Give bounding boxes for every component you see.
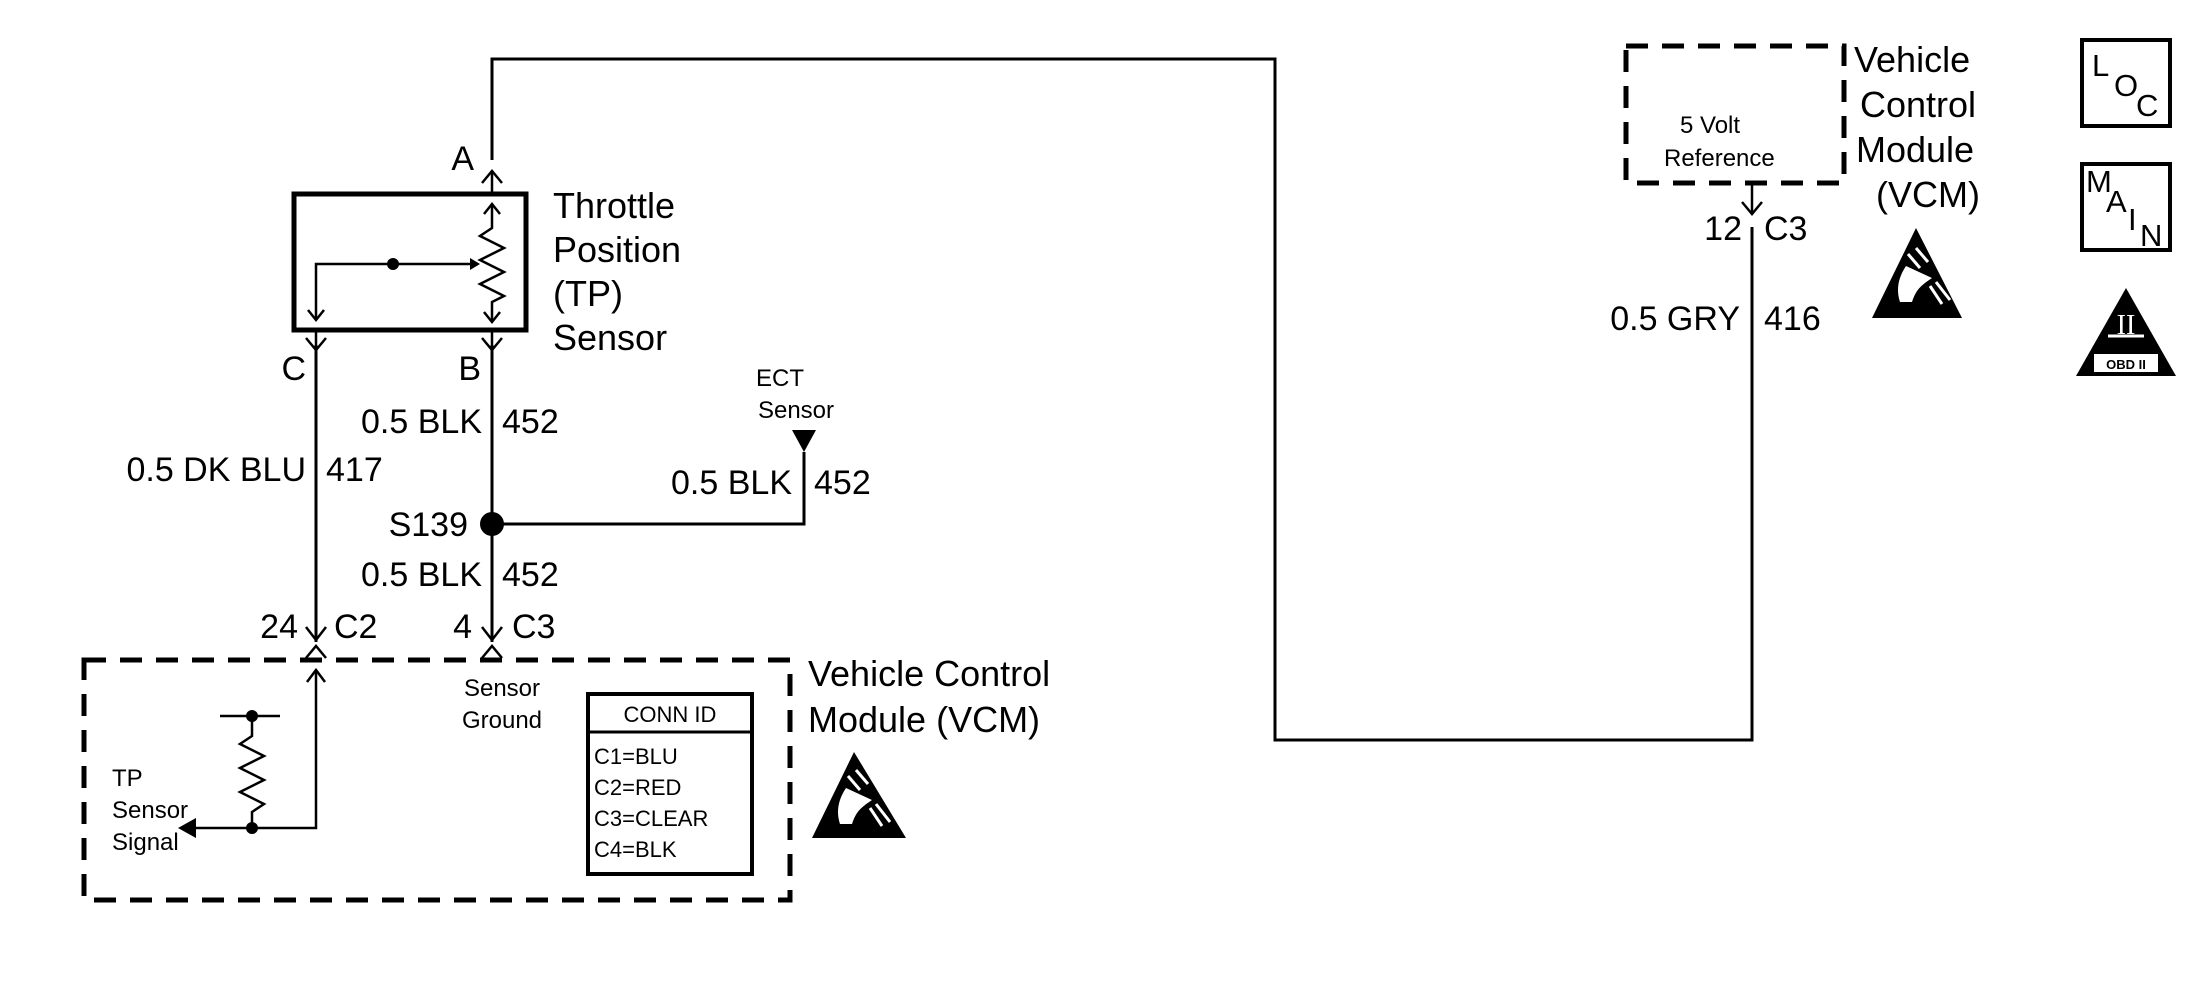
potentiometer-bottom-arrow-icon [483,311,501,325]
pullup-resistor-icon [237,716,267,828]
internal-signal-up-arrow-icon [306,667,326,683]
c-wire-circuit: 417 [326,451,383,489]
pullup-top-node [246,710,258,722]
conn-c2-label: C2 [334,608,377,646]
ect-sensor: ECT Sensor [756,365,834,452]
b-lower-wire-size-color: 0.5 BLK [361,556,482,594]
wiper-arrow-icon [470,258,480,270]
ref-wire-size-color: 0.5 GRY [1610,300,1740,338]
potentiometer-resistor-icon [477,206,507,322]
pin-24-connector-icon [305,626,327,643]
conn-id-border [586,692,754,876]
reference-wire-416 [490,57,1754,742]
main-badge-i: I [2128,202,2137,237]
terminal-c-connector-icon [305,337,327,352]
pin-24-inner-chevron-icon [305,644,327,659]
potentiometer-wiper [314,262,470,318]
tp-sensor-name-line3: (TP) [553,273,623,314]
ect-wire-circuit: 452 [814,464,871,502]
main-badge-n: N [2140,218,2162,253]
ect-sensor-line1: ECT [756,365,804,392]
lower-vcm-boundary [81,657,793,903]
wires [314,57,1754,742]
ref-wire-circuit: 416 [1764,300,1821,338]
upper-vcm: 5 Volt Reference 12 C3 Vehicle Control M… [1623,39,1980,318]
conn-id-row-c2: C2=RED [594,775,681,800]
upper-vcm-title-line2: Control [1860,84,1976,125]
obd-badge-numeral: II [2117,310,2136,341]
upper-conn-c3-label: C3 [1764,210,1807,248]
signal-output-arrow-icon [178,818,196,838]
main-badge-m: M [2086,164,2112,199]
loc-badge-icon: L O C [2080,38,2172,128]
terminal-c-label: C [281,350,306,388]
tp-sensor-name-line1: Throttle [553,185,675,226]
terminal-b-label: B [458,350,481,388]
tp-sensor-name-line4: Sensor [553,317,667,358]
sensor-ground-line1: Sensor [464,675,540,702]
terminal-b-connector-icon [481,337,503,352]
sensor-ground-line2: Ground [462,707,542,734]
tp-signal-line2: Sensor [112,797,188,824]
b-lower-wire-circuit: 452 [502,556,559,594]
obd-ii-badge-icon: II OBD II [2076,288,2176,376]
wiper-node [387,258,399,270]
main-badge-icon: M A I N [2080,162,2172,253]
upper-vcm-title-line3: Module [1856,129,1974,170]
ect-ground-wire-452 [492,452,806,526]
esd-warning-icon [812,752,906,838]
conn-id-row-c3: C3=CLEAR [594,806,708,831]
b-wire-size-color: 0.5 BLK [361,403,482,441]
splice-s139: S139 [389,506,504,544]
internal-signal-line [196,672,318,830]
tp-sensor-name-line2: Position [553,229,681,270]
conn-c3-label: C3 [512,608,555,646]
potentiometer-top-arrow-icon [483,201,501,215]
wiper-down-arrow-icon [307,309,325,323]
lower-vcm-title-line1: Vehicle Control [808,653,1050,694]
ect-sensor-line2: Sensor [758,397,834,424]
upper-vcm-title-line4: (VCM) [1876,174,1980,215]
pullup-bottom-node [246,822,258,834]
lower-vcm: 24 C2 4 C3 Sensor Ground TP Sensor Signa… [81,608,1050,903]
conn-id-row-c1: C1=BLU [594,744,678,769]
tp-sensor: A B C Throttle Position (TP) Sensor [281,140,681,388]
splice-dot [480,512,504,536]
conn-id-table: CONN ID C1=BLU C2=RED C3=CLEAR C4=BLK [586,692,754,876]
tp-sensor-body [291,191,529,333]
splice-label: S139 [389,506,468,544]
ref-label-line1: 5 Volt [1680,112,1740,139]
pin-4-label: 4 [453,608,472,646]
upper-vcm-title-line1: Vehicle [1854,39,1970,80]
badges: L O C M A I N II OBD II [2076,38,2176,376]
upper-pin-12-label: 12 [1704,210,1742,248]
pin-4-inner-chevron-icon [481,644,503,659]
b-wire-circuit: 452 [502,403,559,441]
ect-wire-size-color: 0.5 BLK [671,464,792,502]
loc-badge-l: L [2092,48,2109,83]
terminal-a-label: A [451,140,474,178]
obd-badge-label: OBD II [2106,357,2146,372]
main-badge-a: A [2106,184,2127,219]
pin-4-connector-icon [481,626,503,643]
wire-labels: 0.5 BLK 452 0.5 DK BLU 417 0.5 BLK 452 0… [126,300,1820,594]
conn-id-row-c4: C4=BLK [594,837,677,862]
tp-signal-line3: Signal [112,829,179,856]
upper-vcm-boundary [1623,43,1847,186]
upper-esd-warning-icon [1872,228,1962,318]
tp-signal-line1: TP [112,765,143,792]
ect-connector-icon [792,430,816,452]
loc-badge-o: O [2114,68,2138,103]
c-wire-size-color: 0.5 DK BLU [126,451,306,489]
ref-label-line2: Reference [1664,145,1775,172]
loc-badge-c: C [2136,88,2158,123]
lower-vcm-title-line2: Module (VCM) [808,699,1040,740]
conn-id-title: CONN ID [624,702,717,727]
pin-24-label: 24 [260,608,298,646]
